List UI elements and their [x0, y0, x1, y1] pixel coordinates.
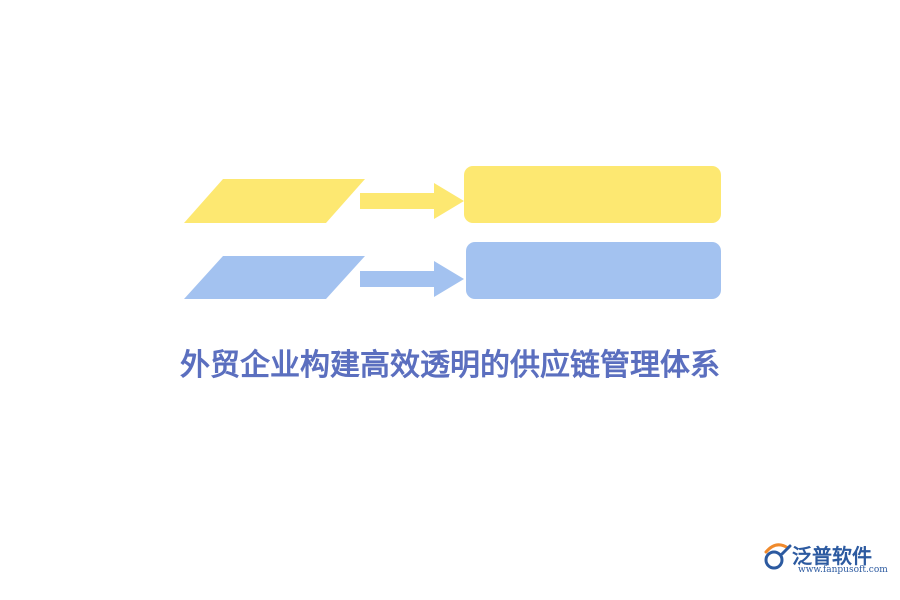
brand-logo: 泛普软件 www.fanpusoft.com [762, 538, 892, 582]
arrow-right-icon [360, 261, 464, 297]
parallelogram-1 [184, 179, 365, 223]
box-1 [464, 166, 721, 223]
diagram-title: 外贸企业构建高效透明的供应链管理体系 [180, 348, 720, 383]
logo-url: www.fanpusoft.com [798, 565, 888, 575]
logo-mark-icon [764, 543, 792, 570]
logo-name: 泛普软件 [792, 544, 872, 568]
box-2 [466, 242, 721, 299]
arrow-right-icon [360, 183, 464, 219]
parallelogram-2 [184, 256, 365, 299]
